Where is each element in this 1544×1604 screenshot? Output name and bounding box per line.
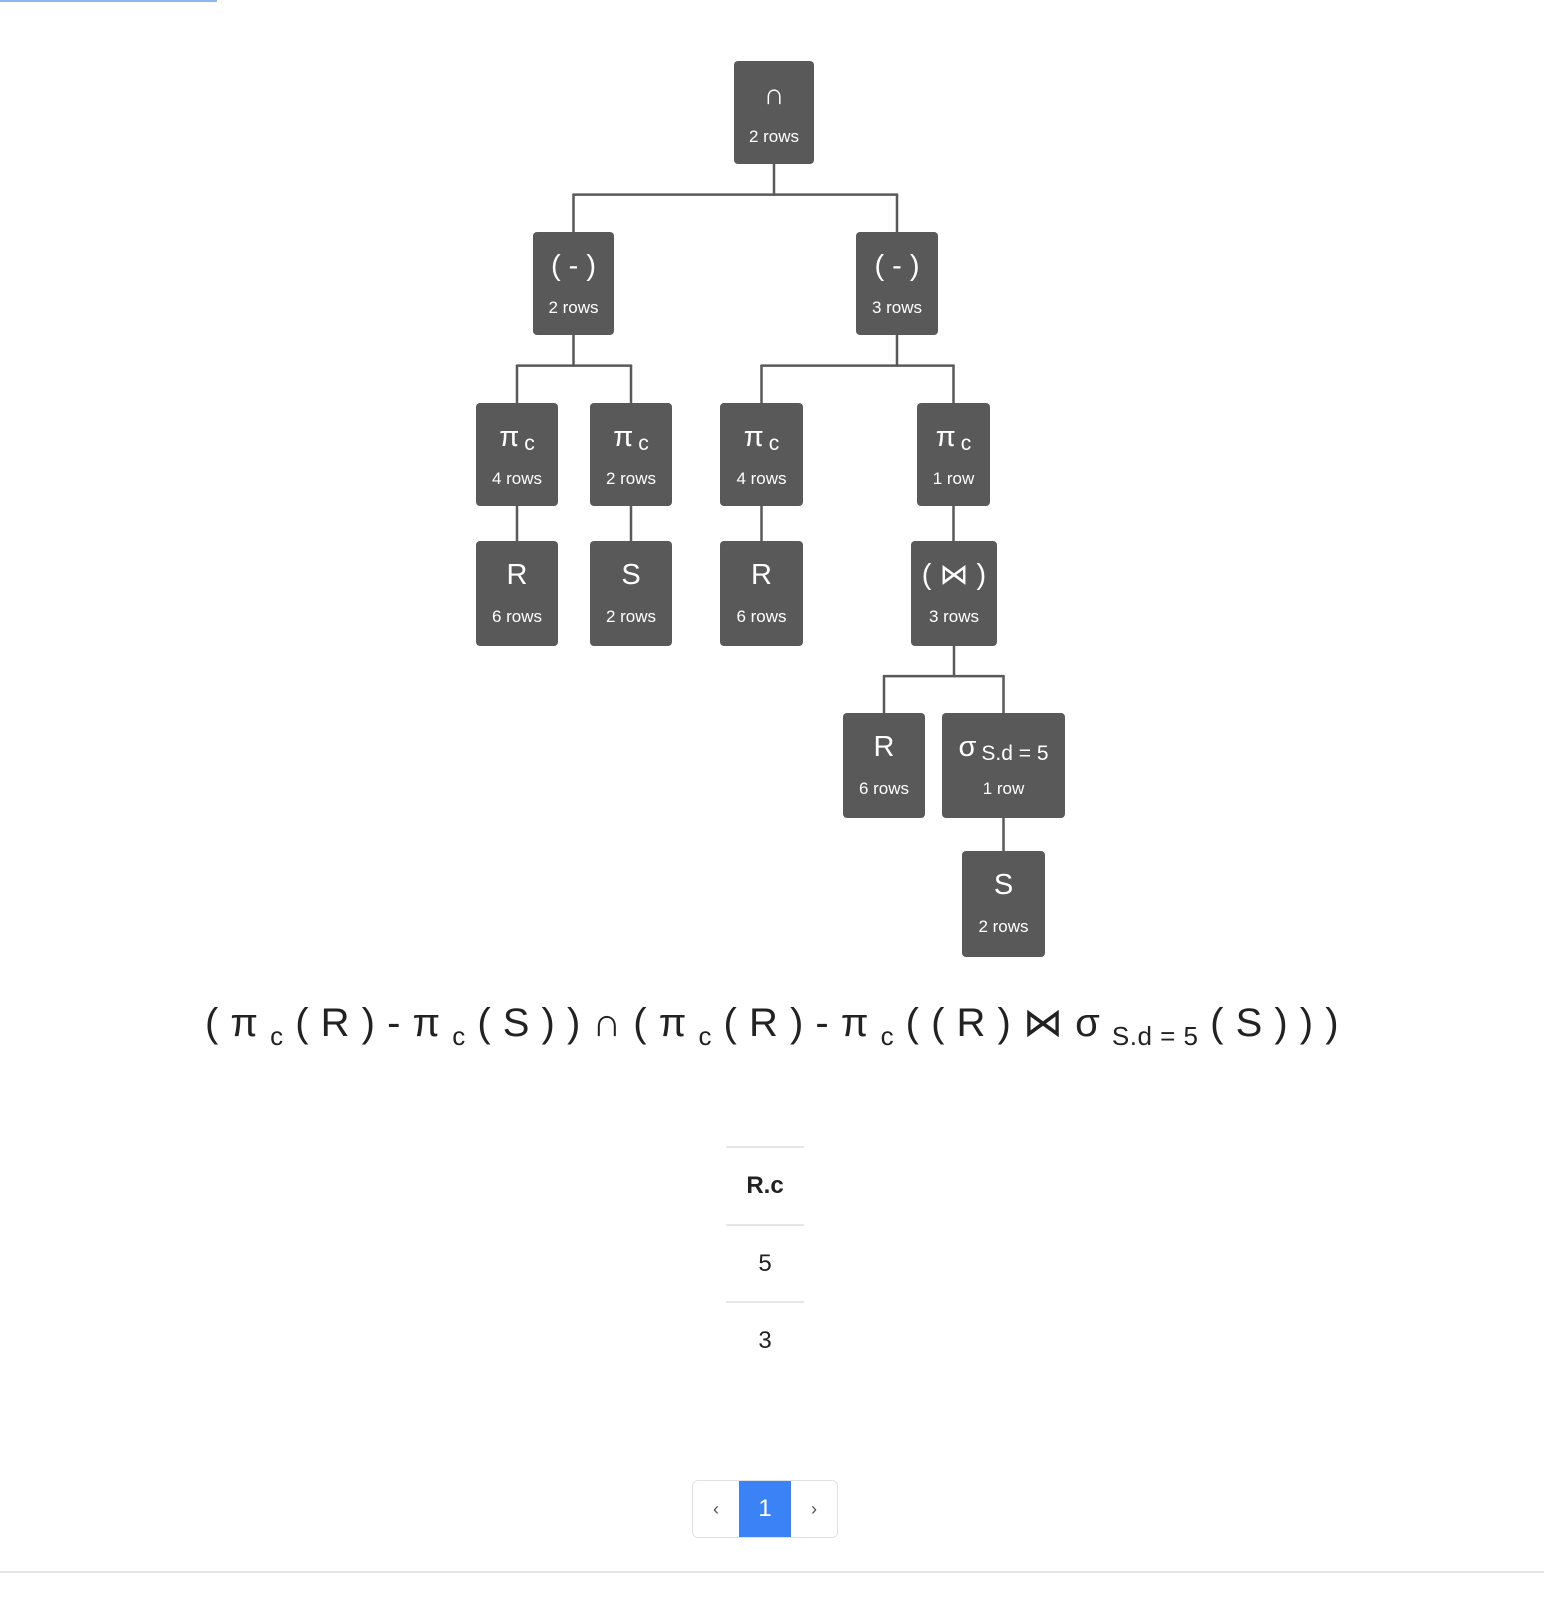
- node-row-count: 3 rows: [928, 607, 980, 626]
- expression-subscript: c: [880, 1021, 895, 1051]
- tree-node-diff-left[interactable]: ( - ) 2 rows: [533, 232, 614, 335]
- tree-node-rel-r-1[interactable]: R 6 rows: [476, 541, 558, 646]
- relational-algebra-expression: ( π c ( R ) - π c ( S ) ) ∩ ( π c ( R ) …: [0, 998, 1544, 1061]
- node-row-count: 2 rows: [978, 917, 1029, 936]
- footer-divider: [0, 1571, 1544, 1573]
- node-operator-subscript: c: [638, 432, 649, 455]
- table-row: 3: [726, 1301, 804, 1378]
- node-row-count: 6 rows: [858, 779, 910, 798]
- page-1-button[interactable]: 1: [739, 1481, 791, 1537]
- node-row-count: 6 rows: [491, 607, 543, 626]
- node-operator: ( - ): [550, 250, 597, 282]
- node-row-count: 1 row: [932, 469, 975, 488]
- node-row-count: 2 rows: [748, 127, 800, 146]
- node-operator: R: [873, 731, 895, 763]
- tree-node-rel-r-2[interactable]: R 6 rows: [720, 541, 803, 646]
- node-operator-subscript: S.d = 5: [981, 742, 1049, 765]
- expression-text: ( R ) - π: [283, 1001, 453, 1045]
- tree-connectors: [515, 162, 1005, 853]
- node-operator: R: [751, 559, 772, 591]
- node-row-count: 4 rows: [736, 469, 787, 488]
- tree-node-diff-right[interactable]: ( - ) 3 rows: [856, 232, 938, 335]
- result-table: R.c 5 3: [726, 1146, 804, 1378]
- tree-node-root-intersect[interactable]: ∩ 2 rows: [734, 61, 814, 164]
- node-row-count: 4 rows: [491, 469, 543, 488]
- node-operator-subscript: c: [960, 432, 972, 455]
- node-row-count: 2 rows: [605, 469, 657, 488]
- column-header-rc[interactable]: R.c: [726, 1146, 804, 1226]
- node-operator: ∩: [763, 79, 785, 111]
- node-row-count: 6 rows: [736, 607, 787, 626]
- expression-text: ( S ) ) ∩ ( π: [465, 1001, 699, 1045]
- tree-node-rel-s-2[interactable]: S 2 rows: [962, 851, 1045, 957]
- tree-node-rel-r-3[interactable]: R 6 rows: [843, 713, 925, 818]
- expression-text: ( R ) - π: [711, 1001, 881, 1045]
- node-row-count: 1 row: [982, 779, 1025, 798]
- loading-progress-bar: [0, 0, 217, 2]
- tree-node-join[interactable]: ( ⋈ ) 3 rows: [911, 541, 997, 646]
- tree-node-rel-s-1[interactable]: S 2 rows: [590, 541, 672, 646]
- expression-subscript: c: [452, 1021, 466, 1051]
- node-row-count: 2 rows: [605, 607, 657, 626]
- expression-subscript: S.d = 5: [1111, 1021, 1199, 1051]
- node-operator-subscript: c: [524, 432, 535, 455]
- expression-text: ( S ) ) ): [1198, 1001, 1340, 1045]
- node-operator-subscript: c: [768, 432, 780, 455]
- node-operator: ( ⋈ ): [921, 559, 987, 591]
- table-row: 5: [726, 1224, 804, 1302]
- table-cell: 5: [726, 1224, 804, 1302]
- table-cell: 3: [726, 1301, 804, 1378]
- node-operator: S: [621, 559, 641, 591]
- node-row-count: 2 rows: [548, 298, 599, 317]
- expression-subscript: c: [270, 1021, 284, 1051]
- pagination: ‹ 1 ›: [692, 1480, 838, 1538]
- next-page-button[interactable]: ›: [791, 1481, 837, 1537]
- previous-page-button[interactable]: ‹: [693, 1481, 739, 1537]
- node-operator: R: [506, 559, 528, 591]
- node-operator: ( - ): [874, 250, 920, 282]
- node-row-count: 3 rows: [871, 298, 923, 317]
- expression-text: ( ( R ) ⋈ σ: [894, 1001, 1112, 1045]
- node-operator: S: [993, 869, 1014, 901]
- expression-subscript: c: [698, 1021, 712, 1051]
- expression-text: ( π: [204, 1001, 271, 1045]
